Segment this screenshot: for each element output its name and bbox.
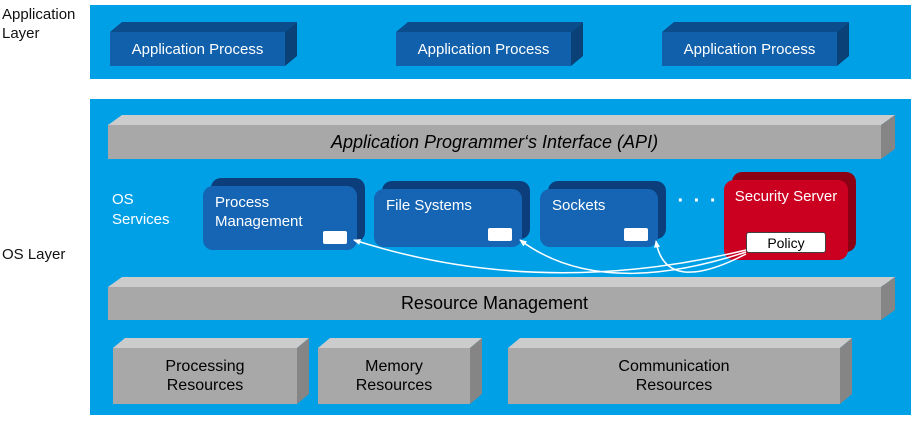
memory-resources-box: Memory Resources xyxy=(318,338,482,404)
processing-resources-box: Processing Resources xyxy=(113,338,309,404)
security-server-box: Security Server Policy xyxy=(724,172,856,260)
process-management-label: Process Management xyxy=(215,194,303,230)
sockets-box: Sockets xyxy=(540,181,666,247)
sockets-label: Sockets xyxy=(552,197,606,214)
application-process-box: Application Process xyxy=(396,22,583,66)
os-services-label: OS Services xyxy=(112,191,170,228)
connector-port xyxy=(488,228,512,241)
process-management-box: Process Management xyxy=(203,178,365,250)
communication-resources-box: Communication Resources xyxy=(508,338,852,404)
application-process-label: Application Process xyxy=(417,40,550,58)
policy-box: Policy xyxy=(746,232,826,253)
ellipsis: · · · xyxy=(677,190,719,212)
api-bar: Application Programmer‘s Interface (API) xyxy=(108,115,895,159)
connector-port xyxy=(624,228,648,241)
resource-management-label: Resource Management xyxy=(400,293,589,313)
processing-resources-label: Processing Resources xyxy=(165,357,245,394)
application-layer-label: Application Layer xyxy=(2,6,76,42)
connector-port xyxy=(323,231,347,244)
communication-resources-label: Communication Resources xyxy=(618,357,730,394)
security-server-label: Security Server xyxy=(734,188,838,205)
application-process-label: Application Process xyxy=(131,40,264,58)
application-process-label: Application Process xyxy=(683,40,816,58)
os-layer-label: OS Layer xyxy=(2,246,66,263)
memory-resources-label: Memory Resources xyxy=(355,357,433,394)
file-systems-box: File Systems xyxy=(374,181,530,247)
resource-management-bar: Resource Management xyxy=(108,277,895,320)
application-process-box: Application Process xyxy=(662,22,849,66)
api-bar-label: Application Programmer‘s Interface (API) xyxy=(330,131,659,152)
file-systems-label: File Systems xyxy=(386,197,472,214)
application-process-box: Application Process xyxy=(110,22,297,66)
